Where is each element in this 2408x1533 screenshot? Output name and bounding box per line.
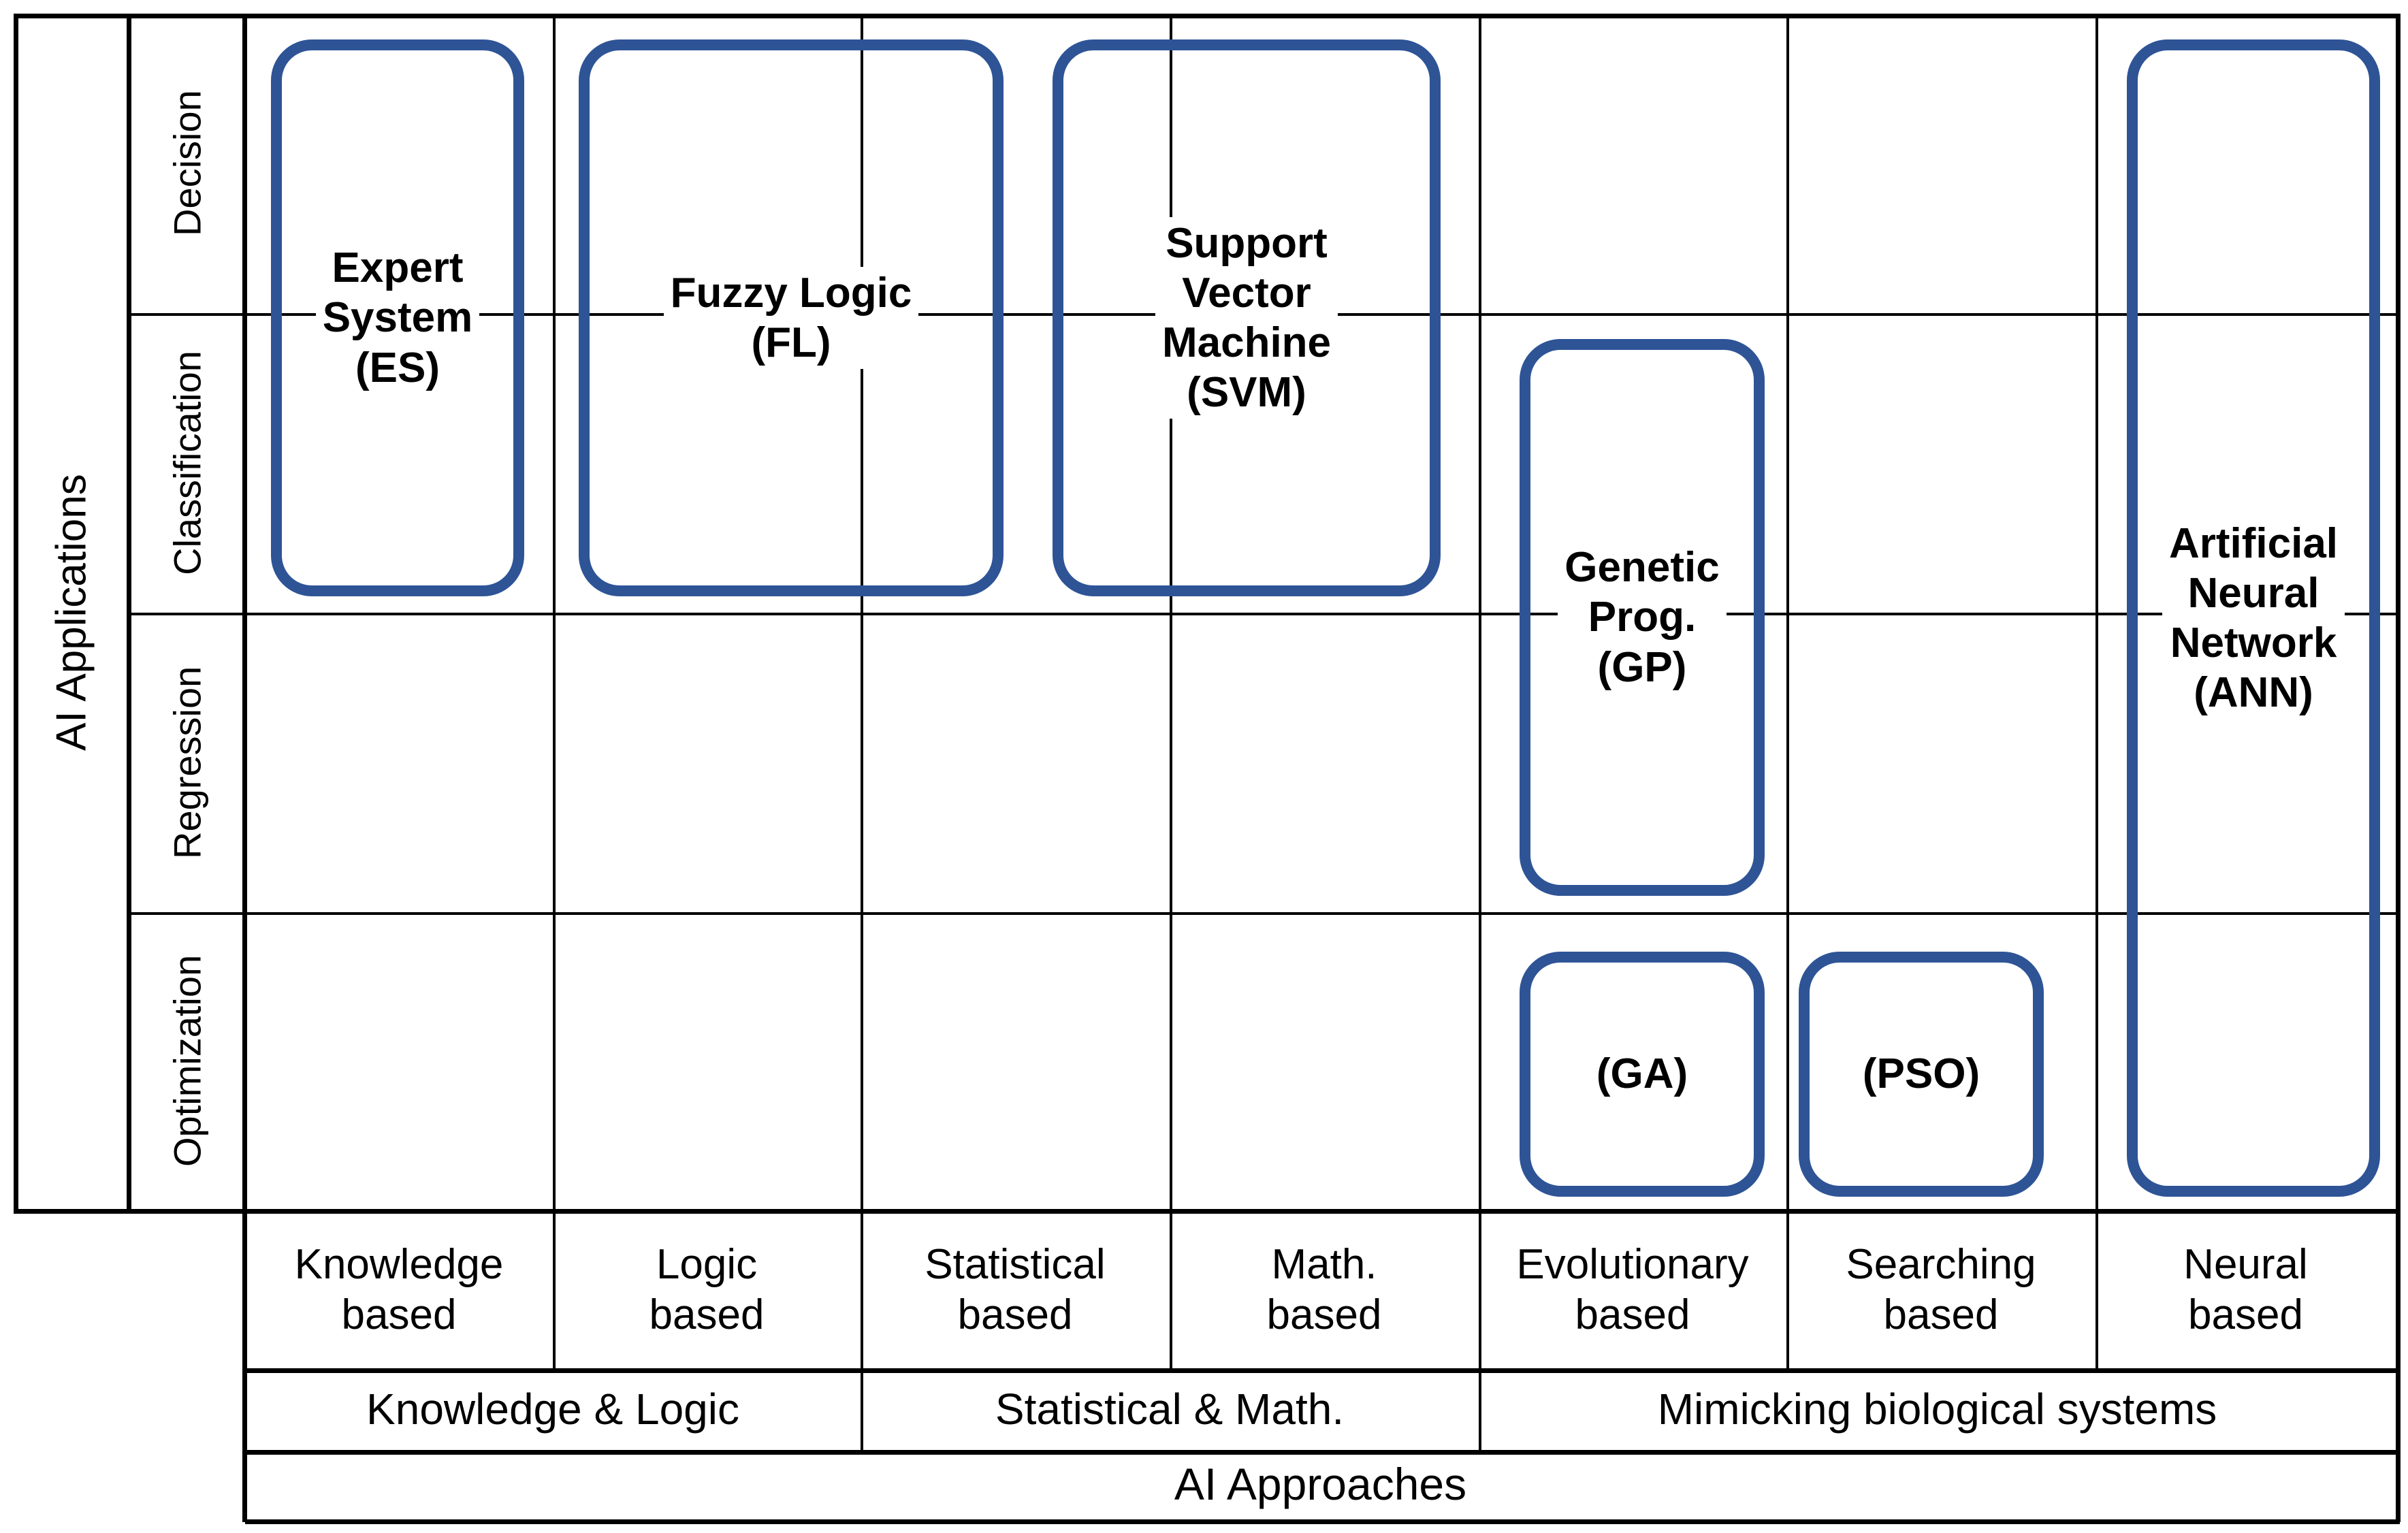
grid-vline-c4 [1479,14,1481,1450]
grid-vline-c5 [1786,14,1789,1368]
row-label-decision: Decision [165,90,209,237]
node-label-fuzzy-logic: Fuzzy Logic (FL) [663,266,919,370]
node-fuzzy-logic[interactable]: Fuzzy Logic (FL) [579,39,1004,596]
grid-vline-left-edge [14,14,18,1212]
grid-hline-r3 [129,912,2400,915]
node-genetic-algorithm[interactable]: (GA) [1520,952,1765,1197]
group-label-statistical-and-math: Statistical & Math. [995,1384,1345,1434]
grid-vline-c0 [242,14,247,1522]
grid-hline-r4 [14,1209,2400,1214]
grid-hline-bottom [245,1519,2400,1524]
grid-vline-c1 [553,14,556,1368]
group-label-knowledge-and-logic: Knowledge & Logic [366,1384,739,1434]
grid-vline-right-edge [2396,14,2401,1522]
column-label-neural-based: Neural based [2183,1240,2308,1338]
grid-hline-top [14,14,2400,18]
node-particle-swarm-optimization[interactable]: (PSO) [1799,952,2044,1197]
node-expert-system[interactable]: Expert System (ES) [271,39,524,596]
row-label-classification: Classification [165,351,209,575]
column-label-knowledge-based: Knowledge based [294,1240,504,1338]
row-label-regression: Regression [165,666,209,859]
column-label-math-based: Math. based [1266,1240,1382,1338]
node-label-particle-swarm-optimization: (PSO) [1855,1048,1987,1101]
column-label-statistical-based: Statistical based [925,1240,1106,1338]
column-label-logic-based: Logic based [649,1240,765,1338]
node-label-genetic-algorithm: (GA) [1589,1048,1695,1101]
node-artificial-neural-network[interactable]: Artificial Neural Network (ANN) [2127,39,2380,1197]
grid-vline-c2 [861,14,863,1450]
grid-hline-approaches-top [245,1450,2400,1455]
group-label-mimicking-biological-systems: Mimicking biological systems [1657,1384,2217,1434]
column-label-searching-based: Searching based [1846,1240,2036,1338]
node-label-expert-system: Expert System (ES) [315,242,480,394]
grid-hline-r2 [129,613,2400,615]
node-support-vector-machine[interactable]: Support Vector Machine (SVM) [1053,39,1441,596]
grid-vline-c3 [1170,14,1172,1368]
node-label-support-vector-machine: Support Vector Machine (SVM) [1155,216,1338,419]
axis-title-ai-applications: AI Applications [48,474,95,752]
node-genetic-programming[interactable]: Genetic Prog. (GP) [1520,339,1765,896]
node-label-genetic-programming: Genetic Prog. (GP) [1558,541,1727,694]
grid-hline-groups-top [245,1368,2400,1373]
axis-title-ai-approaches: AI Approaches [1174,1459,1467,1510]
node-label-artificial-neural-network: Artificial Neural Network (ANN) [2162,517,2345,720]
grid-vline-c6 [2096,14,2098,1368]
grid-vline-axis [127,14,131,1212]
row-label-optimization: Optimization [165,954,209,1167]
column-label-evolutionary-based: Evolutionary based [1516,1240,1749,1338]
